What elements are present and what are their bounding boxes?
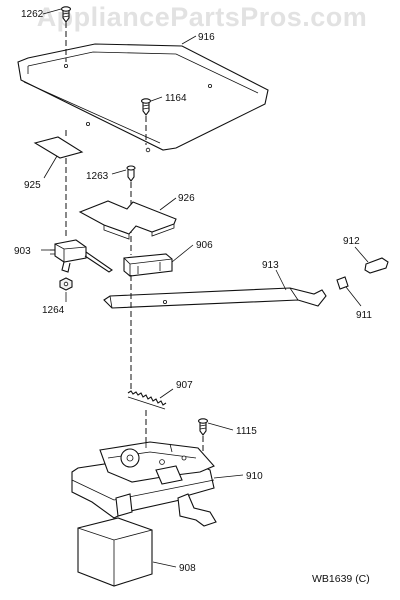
part-911-clip[interactable] — [336, 276, 349, 290]
part-1264-nut[interactable] — [59, 277, 73, 291]
label-908[interactable]: 908 — [179, 563, 196, 574]
part-labels: 1262 916 1164 925 1263 926 903 906 912 9… — [14, 9, 372, 574]
label-926[interactable]: 926 — [178, 193, 195, 204]
leader-lines — [41, 8, 369, 568]
label-1263[interactable]: 1263 — [86, 171, 109, 182]
part-906-latch-block[interactable] — [123, 253, 173, 277]
part-903-switch[interactable] — [50, 239, 113, 273]
label-903[interactable]: 903 — [14, 246, 31, 257]
label-907[interactable]: 907 — [176, 380, 193, 391]
label-1264[interactable]: 1264 — [42, 305, 65, 316]
watermark-text: AppliancePartsPros.com — [36, 2, 368, 32]
part-926-bracket[interactable] — [78, 200, 177, 240]
part-1115-screw[interactable] — [197, 418, 209, 436]
label-916[interactable]: 916 — [198, 32, 215, 43]
part-1164-screw[interactable] — [140, 98, 152, 116]
part-910-latch-assembly[interactable] — [71, 440, 217, 527]
label-925[interactable]: 925 — [24, 180, 41, 191]
label-1164[interactable]: 1164 — [165, 93, 187, 104]
label-913[interactable]: 913 — [262, 260, 279, 271]
label-912[interactable]: 912 — [343, 236, 360, 247]
label-1262[interactable]: 1262 — [21, 9, 44, 20]
label-906[interactable]: 906 — [196, 240, 213, 251]
part-925-pad[interactable] — [33, 136, 84, 159]
label-911[interactable]: 911 — [356, 310, 372, 321]
label-910[interactable]: 910 — [246, 471, 263, 482]
part-1263-screw[interactable] — [126, 165, 136, 182]
part-916-cover-plate[interactable] — [17, 43, 269, 153]
part-912-knob[interactable] — [364, 257, 389, 274]
diagram-code: WB1639 (C) — [312, 573, 370, 585]
label-1115[interactable]: 1115 — [236, 426, 257, 437]
part-1262-screw[interactable] — [60, 6, 72, 23]
part-908-block[interactable] — [77, 517, 153, 587]
part-907-spring[interactable] — [127, 390, 167, 410]
part-913-latch-rod[interactable] — [103, 287, 327, 309]
